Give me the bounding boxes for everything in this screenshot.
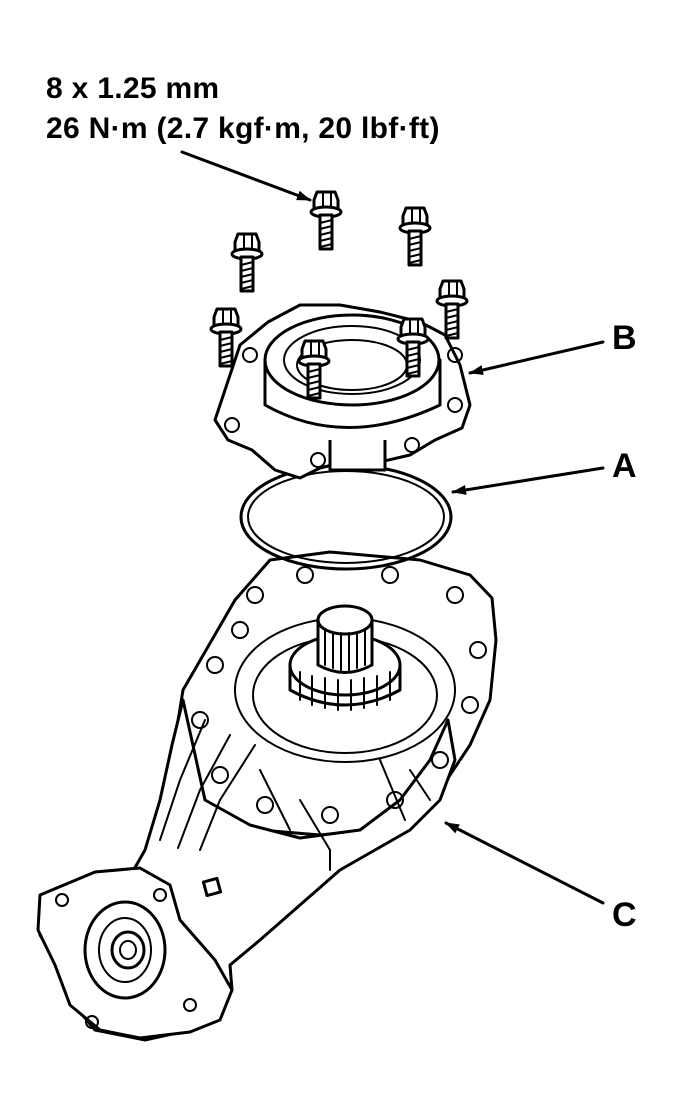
extension-cover (213, 303, 472, 480)
callout-label-b: B (612, 319, 637, 357)
bolt (435, 279, 469, 340)
bolt (309, 190, 343, 251)
bolt (230, 232, 264, 293)
callout-label-a: A (612, 447, 637, 485)
callout-b-arrow (468, 340, 605, 375)
transfer-case-housing (36, 550, 498, 1042)
torque-leader-arrow (180, 150, 312, 202)
bearing-and-shaft (288, 604, 402, 711)
torque-spec-label: 26 N·m (2.7 kgf·m, 20 lbf·ft) (46, 112, 440, 145)
callout-label-c: C (612, 896, 637, 934)
callout-c-arrow (444, 821, 605, 905)
bolt (398, 206, 432, 267)
bolt-size-label: 8 x 1.25 mm (46, 72, 220, 105)
callout-a-arrow (451, 466, 605, 495)
